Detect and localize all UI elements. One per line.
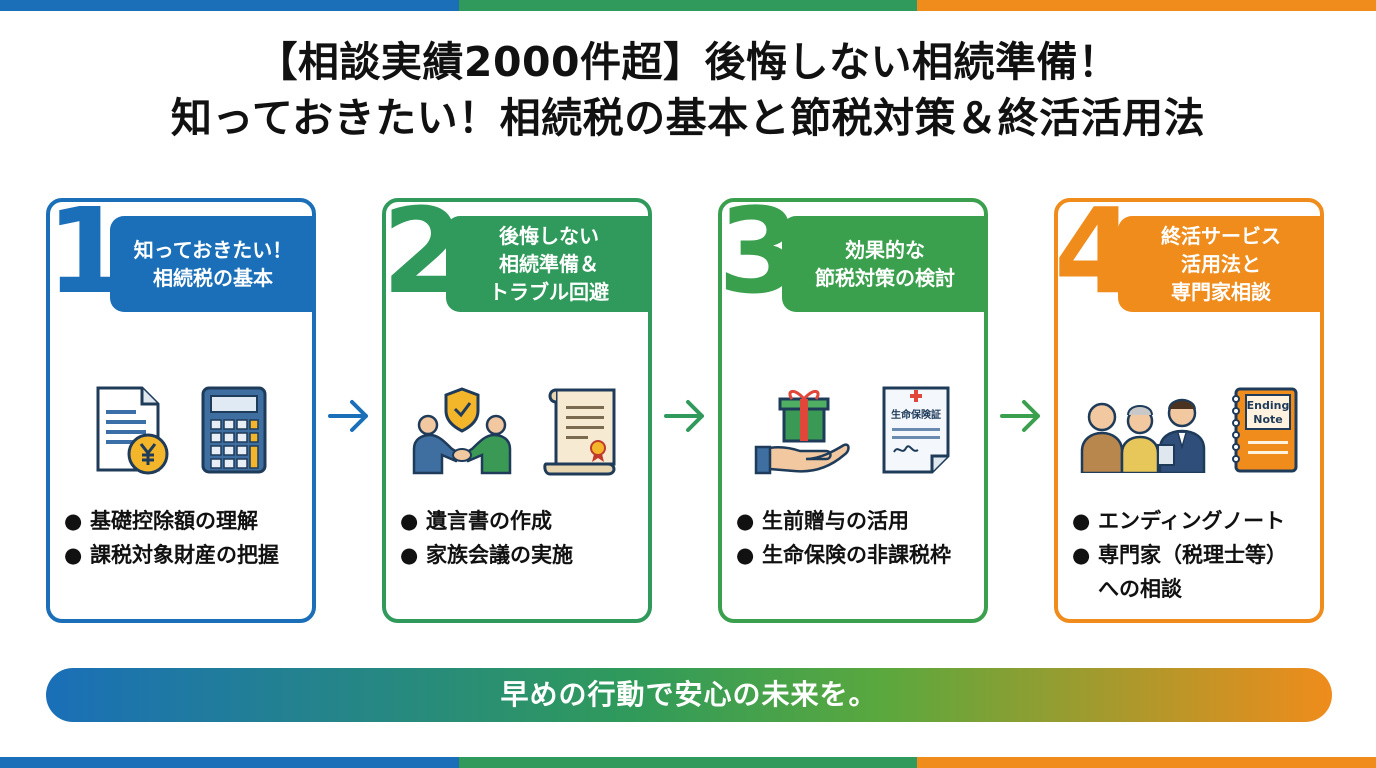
arrow-right-icon (1000, 400, 1040, 432)
family-consultation-icon (1080, 398, 1206, 473)
step-card-1: 1 知っておきたい！ 相続税の基本 ●基礎控除額の理解 ●課税対象財産の把握 (46, 192, 316, 623)
certificate-label: 生命保険証 (891, 408, 941, 421)
list-item: ●生命保険の非課税枠 (736, 543, 951, 567)
step-card-2: 2 後悔しない 相続準備＆ トラブル回避 ●遺言書の作成 ●家族会議の実施 (382, 192, 652, 623)
step-items: ●エンディングノート ●専門家（税理士等） への相談 (1072, 504, 1324, 606)
footer-banner: 早めの行動で安心の未来を。 (46, 668, 1332, 722)
step-items: ●遺言書の作成 ●家族会議の実施 (400, 504, 652, 572)
insurance-certificate-icon: 生命保険証 (882, 386, 950, 474)
step-items: ●生前贈与の活用 ●生命保険の非課税枠 (736, 504, 988, 572)
list-item: ●家族会議の実施 (400, 543, 573, 567)
document-yen-icon (96, 386, 169, 475)
list-item: ●課税対象財産の把握 (64, 543, 279, 567)
step-heading: 知っておきたい！ 相続税の基本 (110, 216, 316, 312)
bottom-color-bar (0, 757, 1376, 768)
gift-hand-icon (754, 390, 850, 475)
list-item: ●エンディングノート (1072, 509, 1286, 533)
step-items: ●基礎控除額の理解 ●課税対象財産の把握 (64, 504, 316, 572)
calculator-icon (201, 386, 267, 474)
ending-note-icon: Ending Note (1232, 387, 1298, 473)
title-line-2: 知っておきたい！相続税の基本と節税対策＆終活活用法 (170, 94, 1206, 142)
arrow-right-icon (664, 400, 704, 432)
will-scroll-icon (543, 388, 616, 476)
note-label-line-2: Note (1253, 413, 1282, 426)
step-heading: 効果的な 節税対策の検討 (782, 216, 988, 312)
list-item: ●基礎控除額の理解 (64, 509, 258, 533)
step-card-3: 3 効果的な 節税対策の検討 生命保険証 ●生前贈与の活用 ●生命保険の非課税枠 (718, 192, 988, 623)
page-title: 【相談実績2000件超】後悔しない相続準備！ 知っておきたい！相続税の基本と節税… (0, 34, 1376, 146)
title-line-1: 【相談実績2000件超】後悔しない相続準備！ (256, 38, 1120, 86)
note-label-line-1: Ending (1247, 399, 1290, 412)
step-card-4: 4 終活サービス 活用法と 専門家相談 Ending Note (1054, 192, 1324, 623)
list-item: ●生前贈与の活用 (736, 509, 909, 533)
arrow-right-icon (328, 400, 368, 432)
handshake-shield-icon (412, 387, 512, 475)
step-heading: 後悔しない 相続準備＆ トラブル回避 (446, 216, 652, 312)
top-color-bar (0, 0, 1376, 11)
list-item: ●専門家（税理士等） への相談 (1072, 543, 1287, 601)
list-item: ●遺言書の作成 (400, 509, 552, 533)
step-heading: 終活サービス 活用法と 専門家相談 (1118, 216, 1324, 312)
